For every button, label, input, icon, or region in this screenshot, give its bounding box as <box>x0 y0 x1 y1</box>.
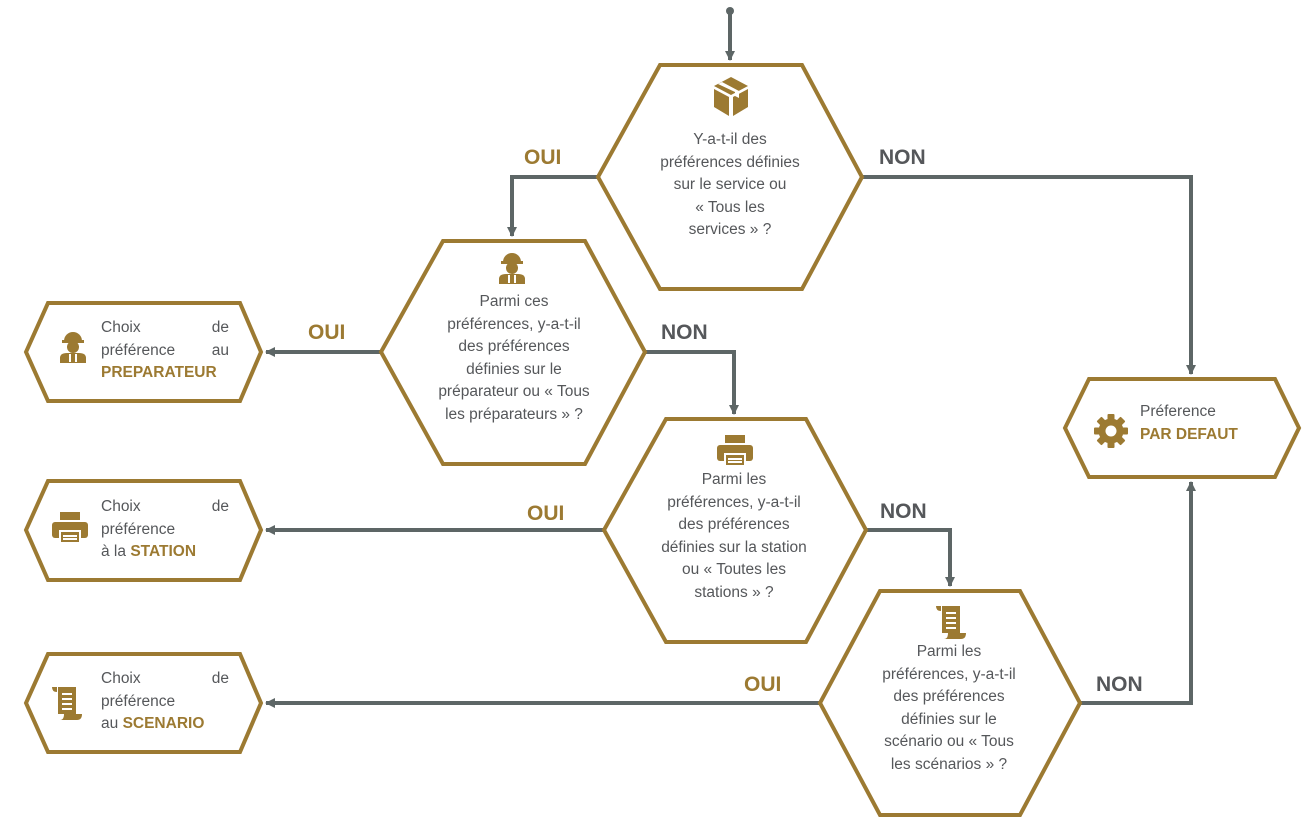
box-icon <box>714 77 748 116</box>
edge-preparateur-no <box>645 350 739 415</box>
result-default-hexagon <box>1062 377 1302 479</box>
printer-icon <box>52 512 88 542</box>
result-preparateur-text: Choix de préférence au PREPARATEUR <box>101 317 229 385</box>
text-line: scénario ou « Tous <box>884 733 1014 750</box>
label-service-no: NON <box>879 146 926 169</box>
edge-station-no <box>866 528 955 587</box>
edge-service-no <box>862 175 1196 375</box>
decision-preparateur-hexagon <box>378 239 648 466</box>
decision-station-text: Parmi les préférences, y-a-t-il des préf… <box>634 469 834 604</box>
text-line: préparateur ou « Tous <box>438 383 590 400</box>
text-line: des préférences <box>458 338 570 355</box>
result-highlight: PREPARATEUR <box>101 364 217 381</box>
text-word: Choix <box>101 670 141 687</box>
text-line: Y-a-t-il des <box>693 131 767 148</box>
text-line: préférences définies <box>660 153 800 171</box>
result-highlight: SCENARIO <box>122 715 205 732</box>
text-line: préférences, y-a-t-il <box>667 493 801 511</box>
result-scenario-hexagon <box>23 652 264 754</box>
edge-scenario-no <box>1080 481 1196 705</box>
decision-service-text: Y-a-t-il des préférences définies sur le… <box>630 129 830 242</box>
text-line: préférences, y-a-t-il <box>882 665 1016 683</box>
text-word: de <box>211 319 229 336</box>
text-word: de <box>211 670 229 687</box>
printer-icon <box>717 435 753 465</box>
text-line: Parmi les <box>916 643 982 660</box>
decision-preparateur-text: Parmi ces préférences, y-a-t-il des préf… <box>414 291 614 426</box>
result-station-text: Choix de préférence à la STATION <box>101 496 229 564</box>
text-word: au <box>211 341 229 359</box>
text-line: des préférences <box>678 516 790 533</box>
result-default-text: Préference PAR DEFAUT <box>1140 401 1270 446</box>
text-word: de <box>211 498 229 515</box>
scroll-icon <box>52 687 82 720</box>
decision-scenario-hexagon <box>817 589 1083 817</box>
text-line: Parmi les <box>701 471 767 488</box>
text-word: Choix <box>101 498 141 515</box>
text-line: sur le service ou <box>673 176 787 193</box>
text-line: définies sur le <box>466 360 562 378</box>
text-line: Préference <box>1140 403 1216 420</box>
edge-service-yes <box>507 175 598 237</box>
result-station-hexagon <box>23 479 264 582</box>
decision-station-hexagon <box>601 417 869 644</box>
result-highlight: STATION <box>130 543 197 560</box>
text-line: des préférences <box>893 688 1005 705</box>
text-line: préférences, y-a-t-il <box>447 315 581 333</box>
text-line: Parmi ces <box>479 293 549 310</box>
worker-icon <box>60 332 86 363</box>
gear-icon <box>1094 414 1128 448</box>
label-station-no: NON <box>880 500 927 523</box>
text-word: préférence <box>101 341 176 359</box>
text-word: Choix <box>101 319 141 336</box>
label-station-yes: OUI <box>527 502 565 525</box>
text-word: à la <box>101 543 131 560</box>
text-line: définies sur la station <box>661 538 807 556</box>
text-line: les préparateurs » ? <box>445 405 583 423</box>
label-scenario-yes: OUI <box>744 673 782 696</box>
text-word: au <box>101 715 123 732</box>
text-line: « Tous les <box>695 198 765 216</box>
text-line: stations » ? <box>694 583 774 601</box>
result-preparateur-hexagon <box>23 301 264 403</box>
label-service-yes: OUI <box>524 146 562 169</box>
text-line: définies sur le <box>901 710 997 728</box>
result-highlight: PAR DEFAUT <box>1140 425 1238 443</box>
text-line: services » ? <box>688 221 772 238</box>
label-preparateur-yes: OUI <box>308 321 346 344</box>
label-preparateur-no: NON <box>661 321 708 344</box>
scroll-icon <box>936 606 966 639</box>
text-word: préférence <box>101 692 176 710</box>
text-line: ou « Toutes les <box>682 561 786 578</box>
text-line: les scénarios » ? <box>890 755 1008 773</box>
label-scenario-no: NON <box>1096 673 1143 696</box>
decision-service-hexagon <box>595 63 865 291</box>
worker-icon <box>499 253 525 284</box>
decision-scenario-text: Parmi les préférences, y-a-t-il des préf… <box>849 641 1049 776</box>
text-word: préférence <box>101 520 176 538</box>
result-scenario-text: Choix de préférence au SCENARIO <box>101 668 229 736</box>
